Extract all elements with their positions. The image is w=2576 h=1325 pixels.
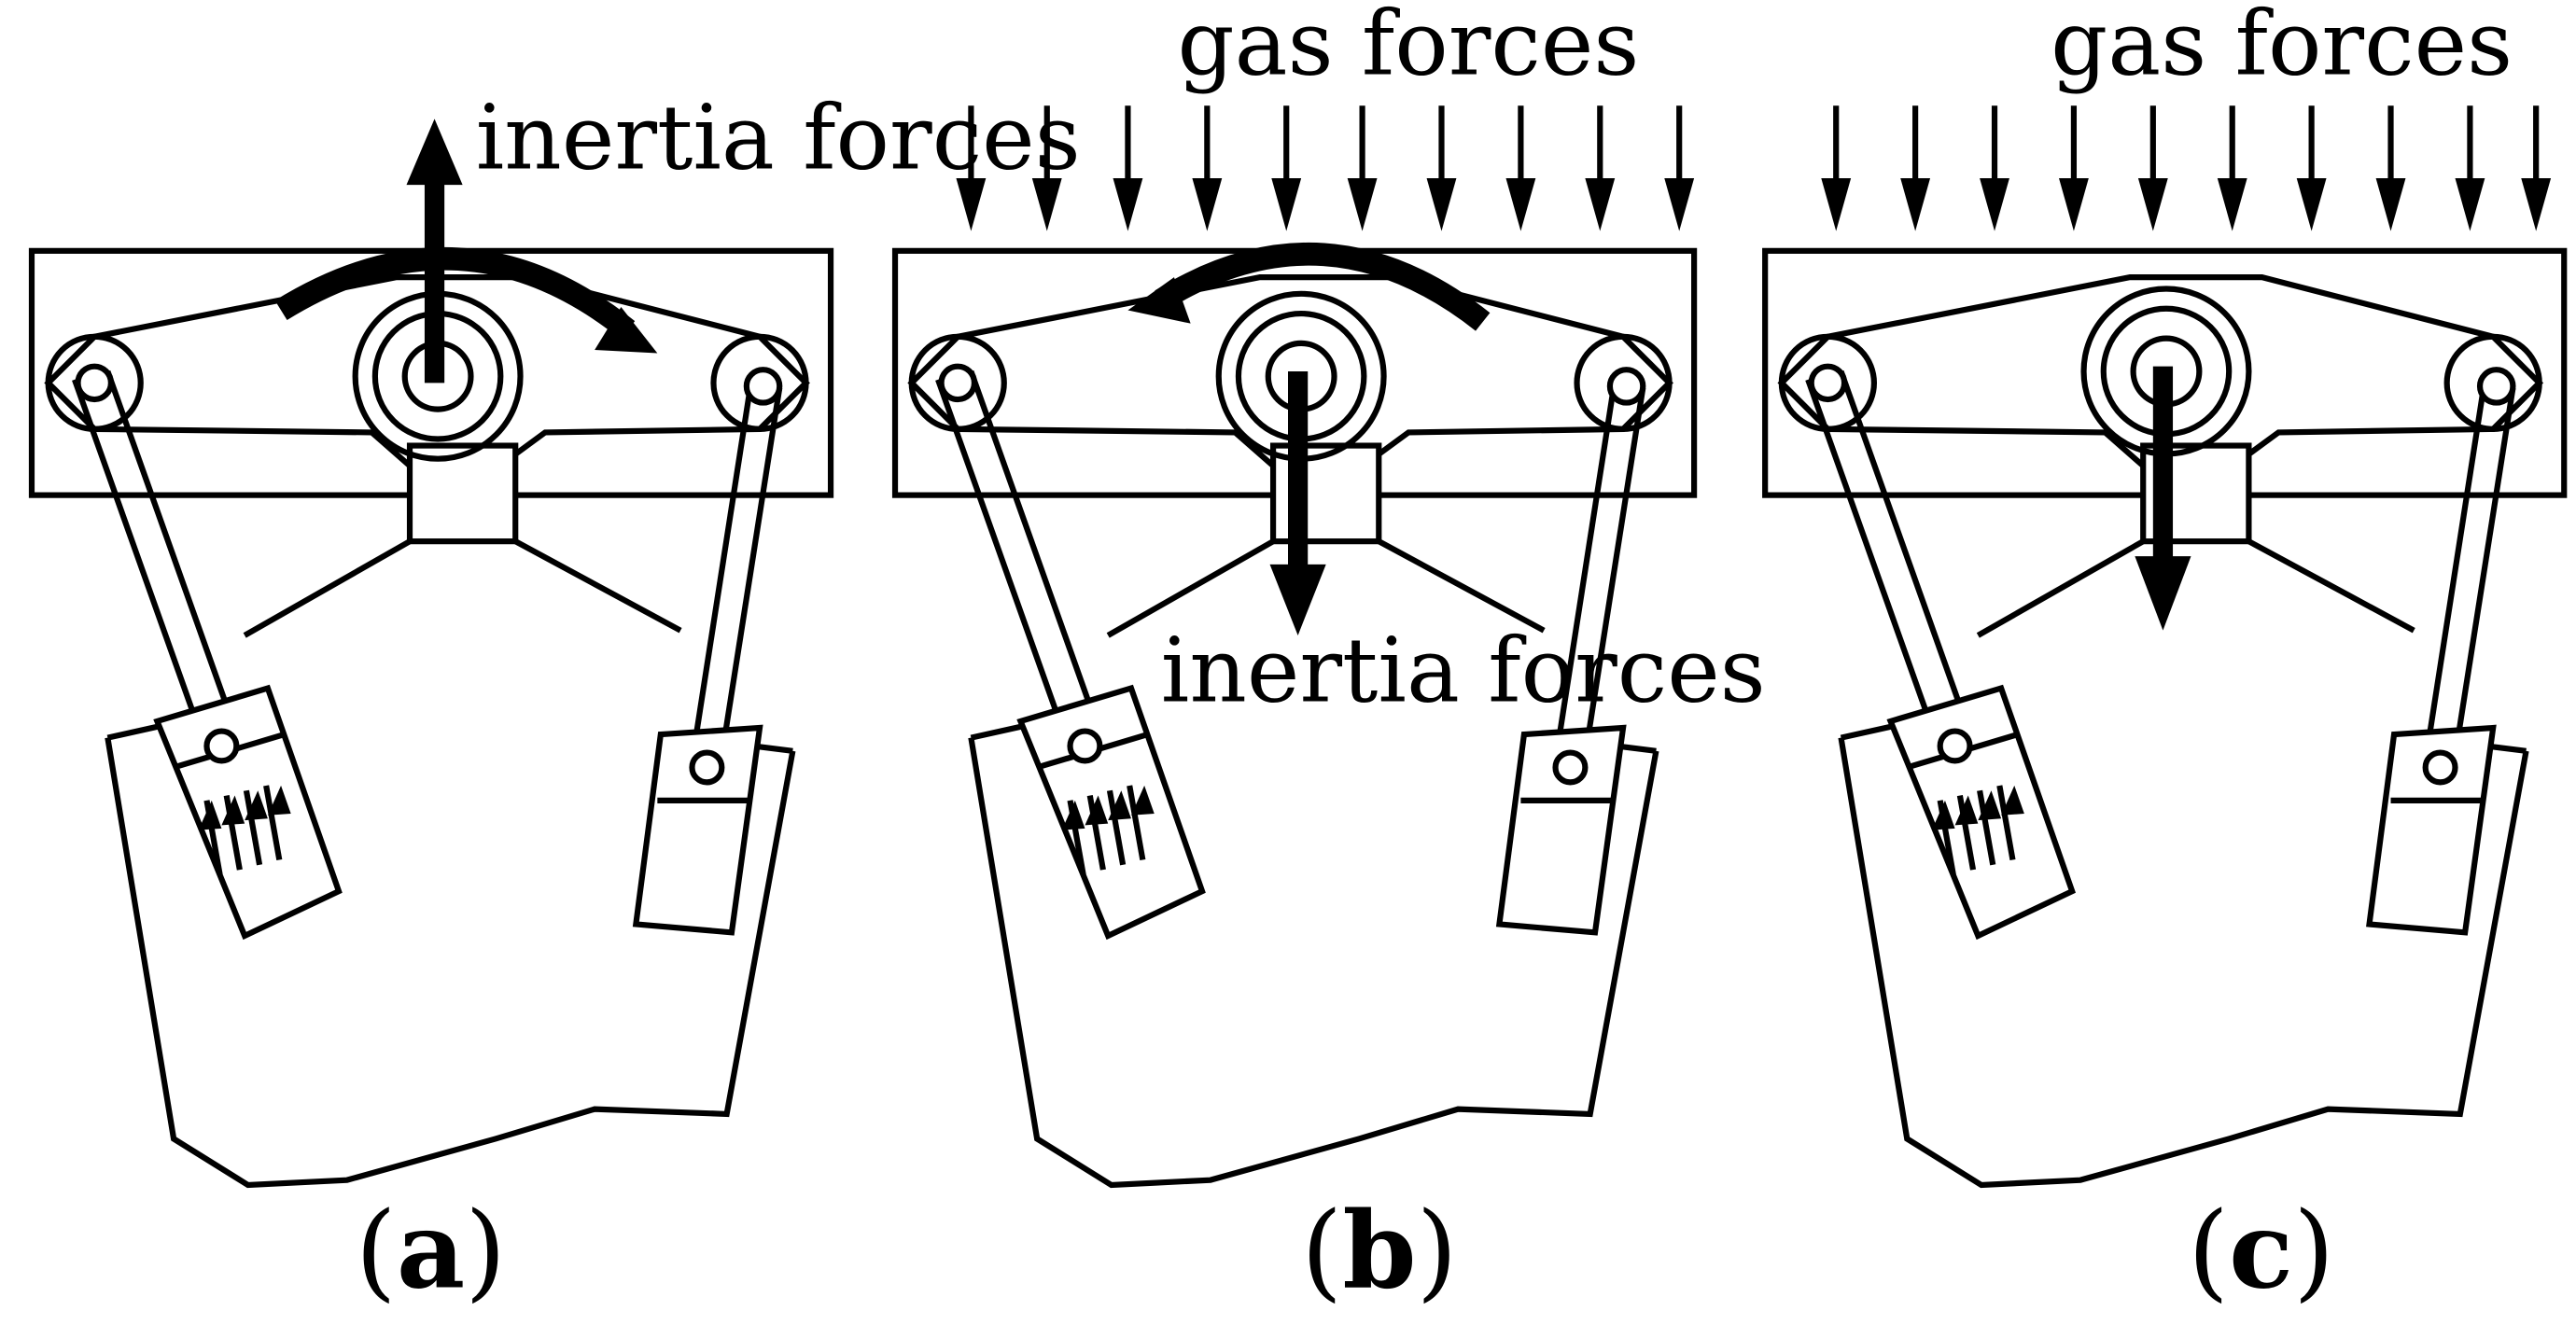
caption-a: (a) xyxy=(356,1189,507,1313)
rotation-arrow-icon xyxy=(1155,242,1491,331)
label-inertia-a: inertia forces xyxy=(476,85,1081,189)
panel-a: inertia forces (a) xyxy=(32,85,1081,1313)
gas-arrows-c xyxy=(1821,105,2551,230)
caption-letter-b: b xyxy=(1342,1189,1416,1313)
caption-c: (c) xyxy=(2188,1189,2334,1313)
panel-b: gas forces inertia forces (b) xyxy=(895,0,1766,1313)
label-gas-c: gas forces xyxy=(2051,0,2513,96)
rotation-arrow-icon xyxy=(274,246,636,340)
caption-b: (b) xyxy=(1301,1189,1458,1313)
mechanism-a xyxy=(32,251,831,1185)
caption-letter-a: a xyxy=(397,1189,465,1313)
label-gas-b: gas forces xyxy=(1177,0,1639,96)
panel-c: gas forces (c) xyxy=(1765,0,2564,1313)
caption-letter-c: c xyxy=(2229,1189,2293,1313)
label-inertia-b: inertia forces xyxy=(1161,619,1766,723)
